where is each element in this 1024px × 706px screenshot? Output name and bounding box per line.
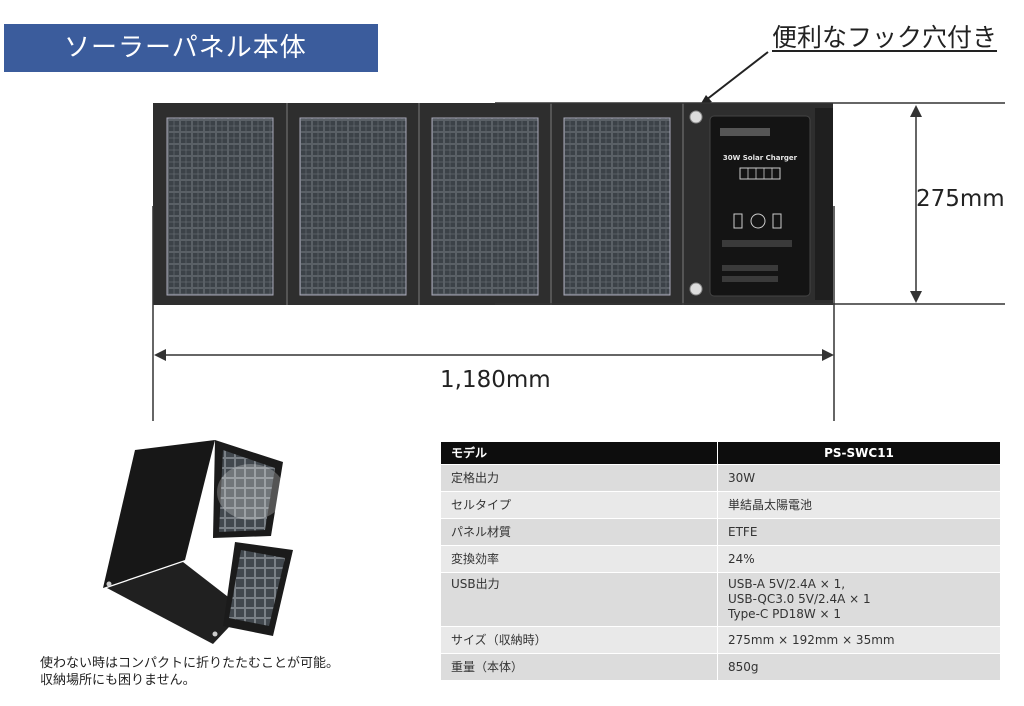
table-row: サイズ（収納時） 275mm × 192mm × 35mm: [440, 626, 1001, 654]
table-row: パネル材質 ETFE: [440, 518, 1001, 546]
spec-value-line: Type-C PD18W × 1: [728, 607, 842, 621]
table-row: 変換効率 24%: [440, 545, 1001, 573]
table-row: 定格出力 30W: [440, 464, 1001, 492]
hook-hole-top: [689, 110, 703, 124]
spec-value: 850g: [717, 653, 1001, 681]
spec-label: USB出力: [440, 572, 718, 627]
spec-label: 変換効率: [440, 545, 718, 573]
spec-value: 単結晶太陽電池: [717, 491, 1001, 519]
hook-hole-label: 便利なフック穴付き: [772, 23, 998, 52]
device-label: 30W Solar Charger: [723, 154, 798, 162]
spec-label: 定格出力: [440, 464, 718, 492]
spec-header-row: モデル PS-SWC11: [440, 441, 1001, 465]
usb-port-icon: [772, 213, 782, 229]
height-dimension-label: 275mm: [916, 186, 1005, 212]
table-row: セルタイプ 単結晶太陽電池: [440, 491, 1001, 519]
spec-value: USB-A 5V/2.4A × 1, USB-QC3.0 5V/2.4A × 1…: [717, 572, 1001, 627]
solar-cell-panel-1: [166, 117, 274, 296]
hook-pointer-line: [705, 51, 769, 101]
page-title: ソーラーパネル本体: [4, 24, 378, 72]
table-row: 重量（本体） 850g: [440, 653, 1001, 681]
spec-value-line: USB-QC3.0 5V/2.4A × 1: [728, 592, 871, 606]
controller-pocket: [709, 115, 811, 297]
solar-cell-panel-2: [299, 117, 407, 296]
spec-value: 30W: [717, 464, 1001, 492]
folded-panel-image: [103, 440, 293, 644]
usb-port-icon: [733, 213, 743, 229]
solar-cell-panel-3: [431, 117, 539, 296]
spec-value-line: USB-A 5V/2.4A × 1,: [728, 577, 846, 591]
spec-label: パネル材質: [440, 518, 718, 546]
caption-line-2: 収納場所にも困りません。: [40, 673, 196, 688]
table-row: USB出力 USB-A 5V/2.4A × 1, USB-QC3.0 5V/2.…: [440, 572, 1001, 627]
spec-value: 275mm × 192mm × 35mm: [717, 626, 1001, 654]
folding-caption: 使わない時はコンパクトに折りたたむことが可能。 収納場所にも困りません。: [40, 655, 339, 689]
spec-value: 24%: [717, 545, 1001, 573]
led-indicator: [739, 167, 781, 180]
spec-header-label: モデル: [440, 441, 718, 465]
usb-port-icon: [750, 213, 766, 229]
spec-value: ETFE: [717, 518, 1001, 546]
spec-label: 重量（本体）: [440, 653, 718, 681]
spec-label: セルタイプ: [440, 491, 718, 519]
solar-panel-diagram: 30W Solar Charger: [152, 51, 1005, 421]
hook-hole-bottom: [689, 282, 703, 296]
spec-table: モデル PS-SWC11 定格出力 30W セルタイプ 単結晶太陽電池 パネル材…: [440, 441, 1001, 681]
side-strap: [815, 108, 833, 300]
width-dimension-label: 1,180mm: [440, 367, 551, 393]
spec-label: サイズ（収納時）: [440, 626, 718, 654]
caption-line-1: 使わない時はコンパクトに折りたたむことが可能。: [40, 656, 340, 671]
solar-cell-panel-4: [563, 117, 671, 296]
spec-header-value: PS-SWC11: [717, 441, 1001, 465]
